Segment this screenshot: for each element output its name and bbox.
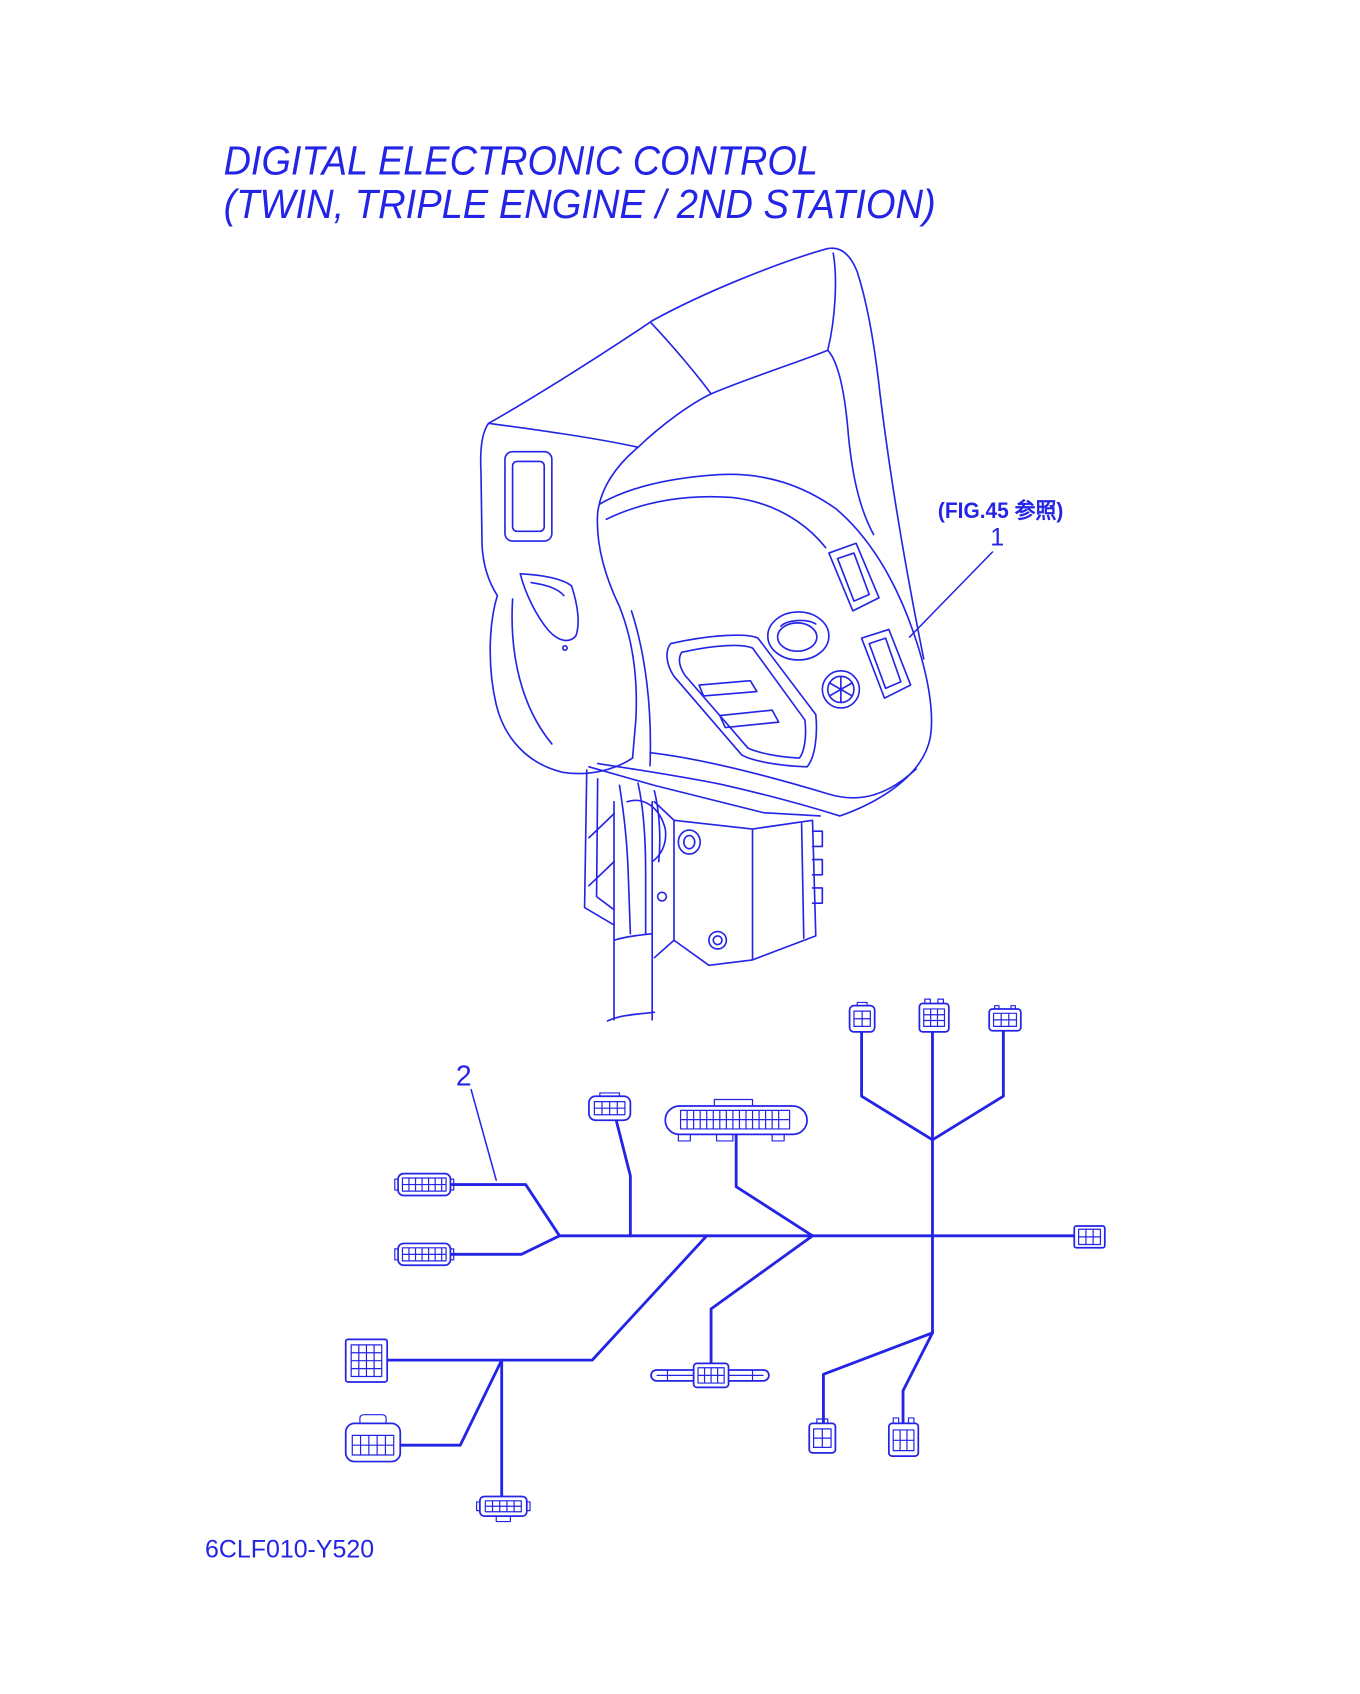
leader-line-2	[470, 1088, 497, 1181]
connector-pins	[476, 1500, 531, 1523]
connector-housing	[918, 1002, 950, 1033]
connector-pins	[1078, 1228, 1102, 1246]
wire-harness	[385, 1029, 1076, 1498]
mechanism-screw	[656, 891, 668, 902]
harness-branch-bottom-left	[821, 1331, 934, 1425]
harness-branch-down-center	[709, 1234, 814, 1365]
control-button-inner	[776, 622, 818, 653]
mechanism-box	[673, 819, 817, 967]
left-housing-indicator-dot	[561, 644, 568, 651]
lever-arm-front-face	[826, 252, 837, 352]
connector-pins	[853, 1001, 871, 1028]
harness-branch-left-upper	[449, 1183, 561, 1238]
harness-branch-up-small	[614, 1118, 632, 1238]
harness-branch-up-main-connector	[734, 1132, 814, 1238]
mechanism-pivot	[677, 829, 701, 855]
mounting-bracket-left	[583, 769, 615, 926]
connector-pins	[892, 1417, 915, 1452]
left-housing-window-inner	[511, 460, 546, 533]
side-button-lower-inner	[868, 637, 902, 690]
cable-wires	[618, 782, 667, 935]
left-housing-top	[487, 422, 639, 449]
mounting-bracket-right	[653, 800, 675, 959]
connector-bottom-center-bar	[650, 1362, 770, 1389]
connector-top-2	[918, 998, 950, 1033]
trim-switch-slot-lower	[718, 709, 780, 729]
connector-pins	[394, 1177, 455, 1192]
connector-pins	[813, 1418, 832, 1448]
side-button-upper-inner	[836, 552, 871, 602]
left-housing-outline	[479, 422, 634, 775]
connector-left-lower	[394, 1242, 455, 1267]
lever-handle-seam	[650, 322, 712, 395]
diagram-title-line-1: DIGITAL ELECTRONIC CONTROL	[224, 138, 818, 184]
harness-branch-top-left	[860, 1030, 934, 1142]
diagram-part-code: 6CLF010-Y520	[205, 1536, 374, 1564]
diagram-title-line-2: (TWIN, TRIPLE ENGINE / 2ND STATION)	[224, 181, 936, 227]
side-button-lower	[860, 628, 912, 699]
connector-pins	[351, 1414, 395, 1456]
connector-right-end	[1073, 1225, 1106, 1249]
connector-pins	[677, 1098, 791, 1142]
control-button-highlight	[780, 619, 817, 627]
front-housing-side-face	[630, 610, 652, 767]
front-housing-outline	[596, 473, 933, 817]
leader-line-1	[908, 551, 994, 638]
connector-left-upper	[394, 1172, 455, 1197]
left-housing-window	[504, 450, 553, 542]
trim-switch-panel-inner	[678, 644, 807, 759]
connector-bottom-right-2	[887, 1417, 920, 1457]
connector-pins	[350, 1344, 383, 1378]
connector-top-3	[988, 1005, 1022, 1032]
mechanism-box-tabs	[811, 830, 824, 904]
connector-upper-small	[588, 1092, 632, 1122]
harness-branch-bottom-right	[901, 1331, 934, 1425]
control-cable	[606, 800, 656, 1022]
connector-pins	[923, 998, 946, 1028]
front-housing-lower-band	[649, 751, 917, 799]
connector-housing	[344, 1422, 402, 1463]
mechanism-pivot-inner	[682, 834, 696, 850]
connector-pins	[656, 1367, 764, 1384]
connector-top-1	[848, 1001, 876, 1033]
callout-number-2: 2	[456, 1060, 472, 1092]
figure-reference-label: (FIG.45 参照)	[938, 498, 1063, 523]
harness-branch-down-left	[385, 1234, 709, 1362]
connector-bottom-right-1	[808, 1418, 837, 1454]
connector-bottom-left	[476, 1495, 531, 1523]
left-housing-lobe-contour	[511, 598, 553, 745]
harness-connectors	[344, 998, 1106, 1523]
harness-branch-left-lower	[449, 1234, 561, 1256]
tuning-fork-icon	[828, 675, 854, 704]
connector-left-rounded	[344, 1414, 402, 1463]
throttle-control-unit	[479, 247, 933, 1022]
lever-handle-top-edge	[487, 247, 925, 660]
mounting-base-edge	[588, 766, 821, 817]
mechanism-bolt-inner	[712, 935, 723, 946]
connector-pins	[593, 1092, 626, 1116]
connector-main-multipin	[664, 1098, 808, 1142]
trim-switch-panel	[666, 634, 818, 768]
brand-logo-icon	[821, 670, 861, 709]
connector-left-square	[344, 1338, 389, 1383]
connector-pins	[394, 1247, 455, 1262]
harness-branch-down-left-lower	[398, 1358, 504, 1447]
control-button	[766, 611, 830, 661]
harness-branch-top-right	[931, 1029, 1005, 1142]
left-housing-notch	[519, 572, 579, 642]
connector-pins	[992, 1005, 1018, 1028]
callout-number-1: 1	[990, 523, 1004, 551]
left-housing-inner-edge	[596, 446, 639, 759]
side-button-upper	[828, 542, 880, 612]
front-housing-band	[605, 495, 827, 549]
mechanism-bolt	[708, 930, 728, 950]
trim-switch-slot-upper	[698, 679, 758, 697]
